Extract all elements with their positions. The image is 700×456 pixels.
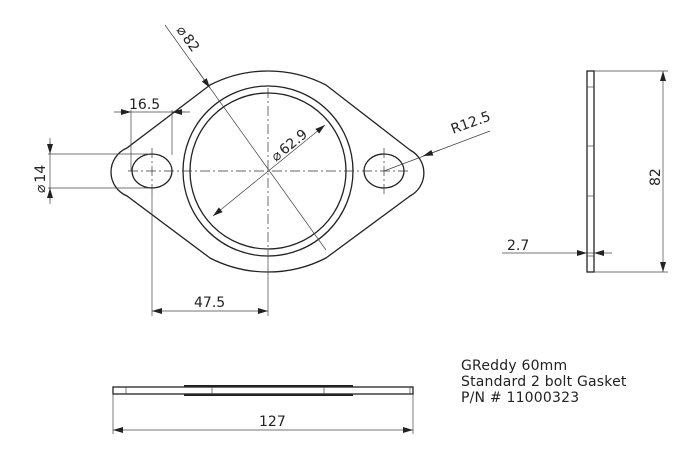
side-profile [586, 70, 595, 273]
hole-diameter-label: ⌀14 [33, 165, 49, 193]
height-label: 82 [648, 168, 664, 186]
side-view: 82 2.7 [502, 70, 668, 273]
bolt-offset-label: 47.5 [194, 295, 225, 311]
bore-diameter-dim-line [212, 124, 326, 217]
radius-label: R12.5 [449, 109, 493, 138]
offset-label: 16.5 [129, 97, 160, 113]
gasket-outline [110, 70, 425, 273]
thickness-label: 2.7 [507, 238, 529, 254]
title-block: GReddy 60mm Standard 2 bolt Gasket P/N #… [461, 358, 627, 406]
bore-diameter-label: ⌀62.9 [268, 126, 310, 165]
title-line-2: Standard 2 bolt Gasket [461, 374, 627, 390]
title-line-1: GReddy 60mm [461, 358, 568, 374]
bottom-view: 127 [112, 385, 414, 434]
outer-diameter-label: ⌀82 [173, 23, 203, 55]
part-number: P/N # 11000323 [461, 390, 580, 406]
bottom-profile [112, 386, 414, 395]
length-label: 127 [259, 414, 286, 430]
